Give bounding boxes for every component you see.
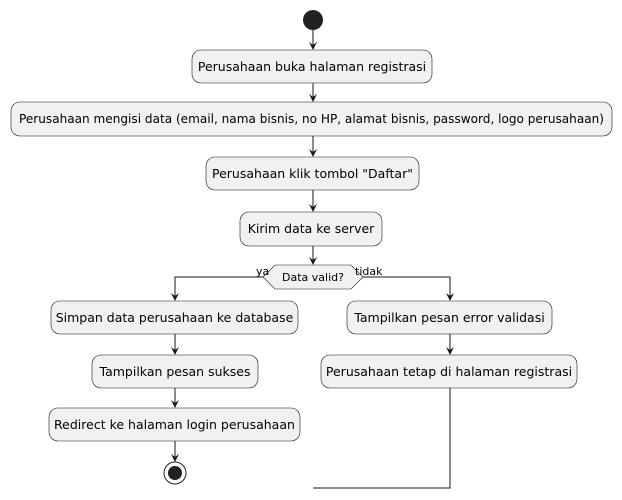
step-show-success-label: Tampilkan pesan sukses (99, 364, 251, 379)
arrowhead (309, 204, 317, 212)
step-send-server: Kirim data ke server (239, 211, 383, 247)
edge-stay-merge (313, 388, 451, 489)
step-save-db-label: Simpan data perusahaan ke database (56, 310, 294, 325)
step-redirect-login-label: Redirect ke halaman login perusahaan (54, 417, 295, 432)
step-show-error: Tampilkan pesan error validasi (346, 300, 553, 335)
step-redirect-login: Redirect ke halaman login perusahaan (48, 407, 301, 442)
step-fill-data-label: Perusahaan mengisi data (email, nama bis… (19, 111, 604, 126)
edges (171, 30, 454, 489)
arrowhead (309, 94, 317, 102)
arrowhead (171, 347, 179, 355)
step-show-success: Tampilkan pesan sukses (91, 354, 259, 389)
start-node (303, 10, 323, 30)
arrowhead (171, 400, 179, 408)
end-node (163, 461, 187, 485)
arrowhead (309, 42, 317, 50)
arrowhead (446, 347, 454, 355)
step-click-button: Perusahaan klik tombol "Daftar" (205, 156, 420, 191)
arrowhead (171, 293, 179, 301)
step-click-button-label: Perusahaan klik tombol "Daftar" (212, 166, 413, 181)
arrowhead (309, 149, 317, 157)
decision-data-valid: Data valid? (262, 264, 364, 290)
branch-no-label: tidak (355, 265, 383, 278)
arrowhead (171, 454, 179, 462)
step-send-server-label: Kirim data ke server (248, 221, 375, 236)
step-show-error-label: Tampilkan pesan error validasi (353, 310, 544, 325)
step-stay-page: Perusahaan tetap di halaman registrasi (320, 354, 578, 389)
step-open-page-label: Perusahaan buka halaman registrasi (198, 59, 426, 74)
step-open-page: Perusahaan buka halaman registrasi (191, 49, 433, 84)
branch-yes-label: ya (256, 265, 269, 278)
arrowhead (446, 293, 454, 301)
step-stay-page-label: Perusahaan tetap di halaman registrasi (326, 364, 572, 379)
step-fill-data: Perusahaan mengisi data (email, nama bis… (10, 101, 613, 137)
decision-question: Data valid? (282, 271, 344, 284)
arrowhead (309, 257, 317, 265)
step-save-db: Simpan data perusahaan ke database (50, 300, 299, 335)
edge-decision-no (351, 276, 451, 298)
edge-decision-yes (174, 276, 275, 298)
